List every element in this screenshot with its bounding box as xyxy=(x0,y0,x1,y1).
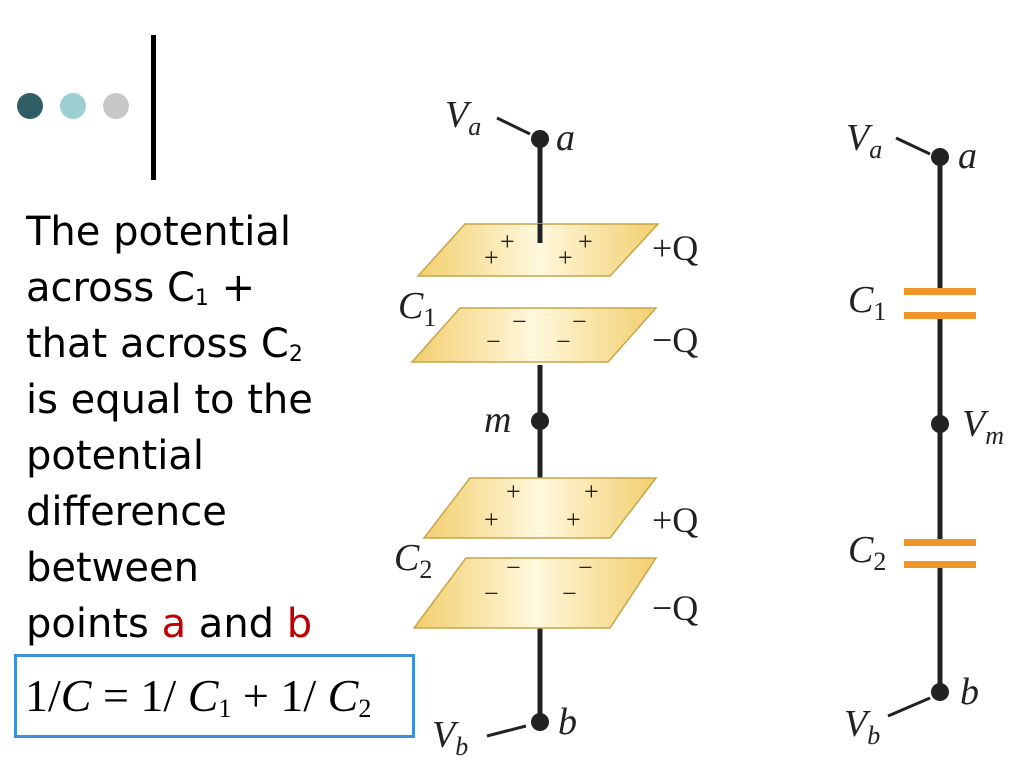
text-fragment: + xyxy=(208,265,256,311)
decor-dot-teal xyxy=(60,93,86,119)
text-line: that across C2 xyxy=(26,316,366,372)
text-line: is equal to the xyxy=(26,377,313,423)
formula-part: = 1/ xyxy=(91,670,188,721)
charge-minus: − xyxy=(578,553,593,582)
decor-dot-dark xyxy=(17,93,43,119)
lead-va xyxy=(496,116,531,136)
charge-minus: − xyxy=(506,553,521,582)
label-va: Va xyxy=(846,117,882,164)
lead-vb xyxy=(486,724,527,738)
lead-va xyxy=(895,136,931,156)
text-line: across C1 + xyxy=(26,260,366,316)
formula-part: C xyxy=(60,670,92,721)
charge-plus: + xyxy=(484,243,499,272)
node-m-dot xyxy=(931,415,949,433)
node-a-dot xyxy=(531,130,549,148)
label-va: Va xyxy=(445,94,481,141)
charge-plus: + xyxy=(500,227,515,256)
lead-vb xyxy=(887,696,931,718)
c1-bottom-plate xyxy=(410,307,658,363)
charge-minus: − xyxy=(572,307,587,336)
c2-bottom-plate xyxy=(412,557,658,629)
node-m-dot xyxy=(531,412,549,430)
c1-top-plate xyxy=(416,223,660,277)
label-node-b: b xyxy=(558,701,577,743)
c2-top-plate xyxy=(422,477,658,539)
text-line: difference xyxy=(26,489,227,535)
formula-subscript: 1 xyxy=(218,694,232,723)
c1-plate-bottom xyxy=(904,312,976,319)
text-line: points a and b xyxy=(26,596,366,652)
label-plus-q-c2: +Q xyxy=(652,500,698,540)
label-vm: Vm xyxy=(962,403,1004,450)
circuit-schematic-diagram: Va a C1 Vm C2 Vb b xyxy=(844,117,1004,750)
text-line: between xyxy=(26,545,199,591)
charge-minus: − xyxy=(512,307,527,336)
formula-part: C xyxy=(327,670,359,721)
text-line: The potential xyxy=(26,209,292,255)
charge-plus: + xyxy=(578,227,593,256)
charge-plus: + xyxy=(558,243,573,272)
c2-plate-bottom xyxy=(904,561,976,568)
label-c2: C2 xyxy=(394,537,432,584)
charge-plus: + xyxy=(506,477,521,506)
decor-vertical-bar xyxy=(151,35,156,180)
label-node-m: m xyxy=(484,399,511,441)
node-a-dot xyxy=(931,148,949,166)
charge-minus: − xyxy=(484,579,499,608)
text-subscript: 1 xyxy=(194,286,209,311)
charge-plus: + xyxy=(584,477,599,506)
text-fragment: and xyxy=(186,601,287,647)
label-minus-q-c2: −Q xyxy=(652,588,698,628)
charge-minus: − xyxy=(556,327,571,356)
label-vb: Vb xyxy=(844,703,880,750)
series-capacitance-formula: 1/C = 1/ C1 + 1/ C2 xyxy=(25,669,371,722)
node-b-dot xyxy=(931,683,949,701)
text-fragment: that across C xyxy=(26,321,289,367)
formula-part: + 1/ xyxy=(231,670,328,721)
point-a-label: a xyxy=(161,601,187,647)
text-fragment: across C xyxy=(26,265,195,311)
c2-plate-top xyxy=(904,539,976,546)
point-b-label: b xyxy=(286,601,313,647)
explanation-text: The potential across C1 + that across C2… xyxy=(26,204,366,652)
charge-minus: − xyxy=(562,579,577,608)
charge-plus: + xyxy=(566,505,581,534)
c1-plate-top xyxy=(904,288,976,295)
label-c1: C1 xyxy=(398,285,436,332)
node-b-dot xyxy=(531,713,549,731)
label-minus-q-c1: −Q xyxy=(652,320,698,360)
formula-part: C xyxy=(187,670,219,721)
text-fragment: points xyxy=(26,601,162,647)
text-subscript: 2 xyxy=(288,342,303,367)
label-c2: C2 xyxy=(848,529,886,576)
label-plus-q-c1: +Q xyxy=(652,228,698,268)
label-node-b: b xyxy=(960,671,979,713)
formula-subscript: 2 xyxy=(358,694,372,723)
formula-box: 1/C = 1/ C1 + 1/ C2 xyxy=(14,654,415,738)
charge-plus: + xyxy=(484,505,499,534)
label-node-a: a xyxy=(958,135,977,177)
charge-minus: − xyxy=(486,327,501,356)
label-c1: C1 xyxy=(848,279,886,326)
physical-capacitor-diagram: + + + + − − − − + + + + − − − − Va a C1 … xyxy=(394,94,698,761)
label-vb: Vb xyxy=(432,714,468,761)
text-line: potential xyxy=(26,433,204,479)
label-node-a: a xyxy=(556,117,575,159)
formula-part: 1/ xyxy=(25,670,61,721)
decor-dot-grey xyxy=(103,93,129,119)
